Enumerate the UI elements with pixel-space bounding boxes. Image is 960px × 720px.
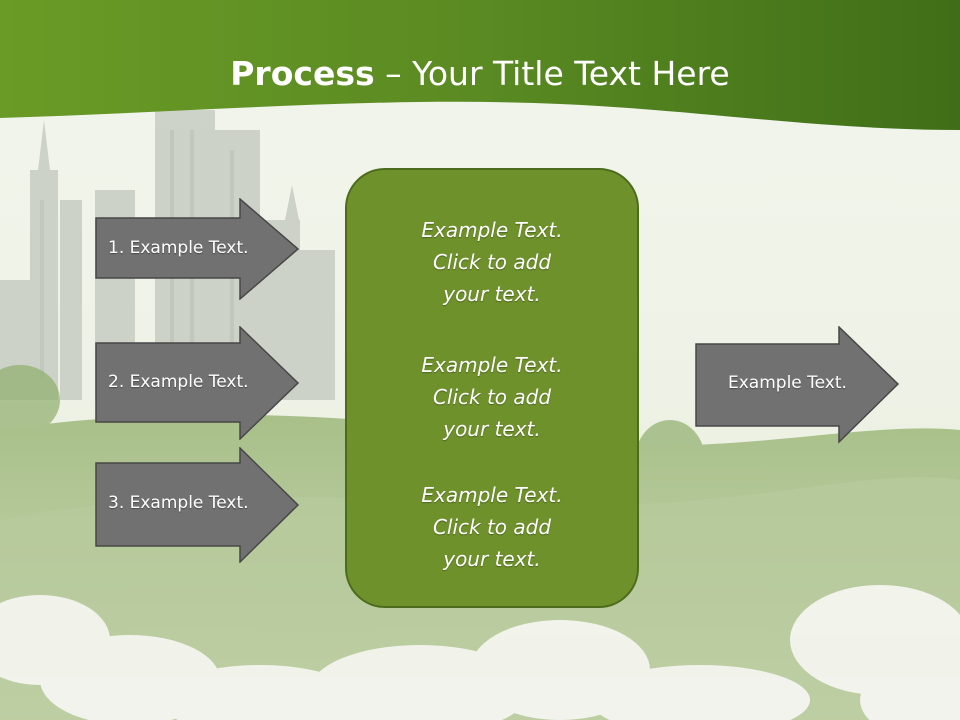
process-text-block-2: Example Text. Click to add your text. bbox=[421, 353, 563, 441]
input-arrow-label: 2. Example Text. bbox=[108, 372, 249, 392]
process-text-block-1: Example Text. Click to add your text. bbox=[421, 218, 563, 306]
arrow-right-icon bbox=[95, 198, 300, 300]
process-box[interactable]: Example Text. Click to add your text. Ex… bbox=[345, 168, 639, 608]
title-bold: Process bbox=[230, 54, 375, 93]
arrow-right-icon bbox=[95, 447, 300, 563]
input-arrow-label: 3. Example Text. bbox=[108, 493, 249, 513]
process-text-block-3: Example Text. Click to add your text. bbox=[421, 483, 563, 571]
slide-title: Process – Your Title Text Here bbox=[0, 52, 960, 96]
input-arrow-2[interactable]: 2. Example Text. bbox=[95, 326, 300, 440]
arrow-right-icon bbox=[695, 326, 900, 444]
title-rest: – Your Title Text Here bbox=[374, 54, 730, 93]
output-arrow-label: Example Text. bbox=[728, 373, 847, 393]
arrow-right-icon bbox=[95, 326, 300, 440]
output-arrow[interactable]: Example Text. bbox=[695, 326, 900, 444]
input-arrow-label: 1. Example Text. bbox=[108, 238, 249, 258]
input-arrow-1[interactable]: 1. Example Text. bbox=[95, 198, 300, 300]
input-arrow-3[interactable]: 3. Example Text. bbox=[95, 447, 300, 563]
